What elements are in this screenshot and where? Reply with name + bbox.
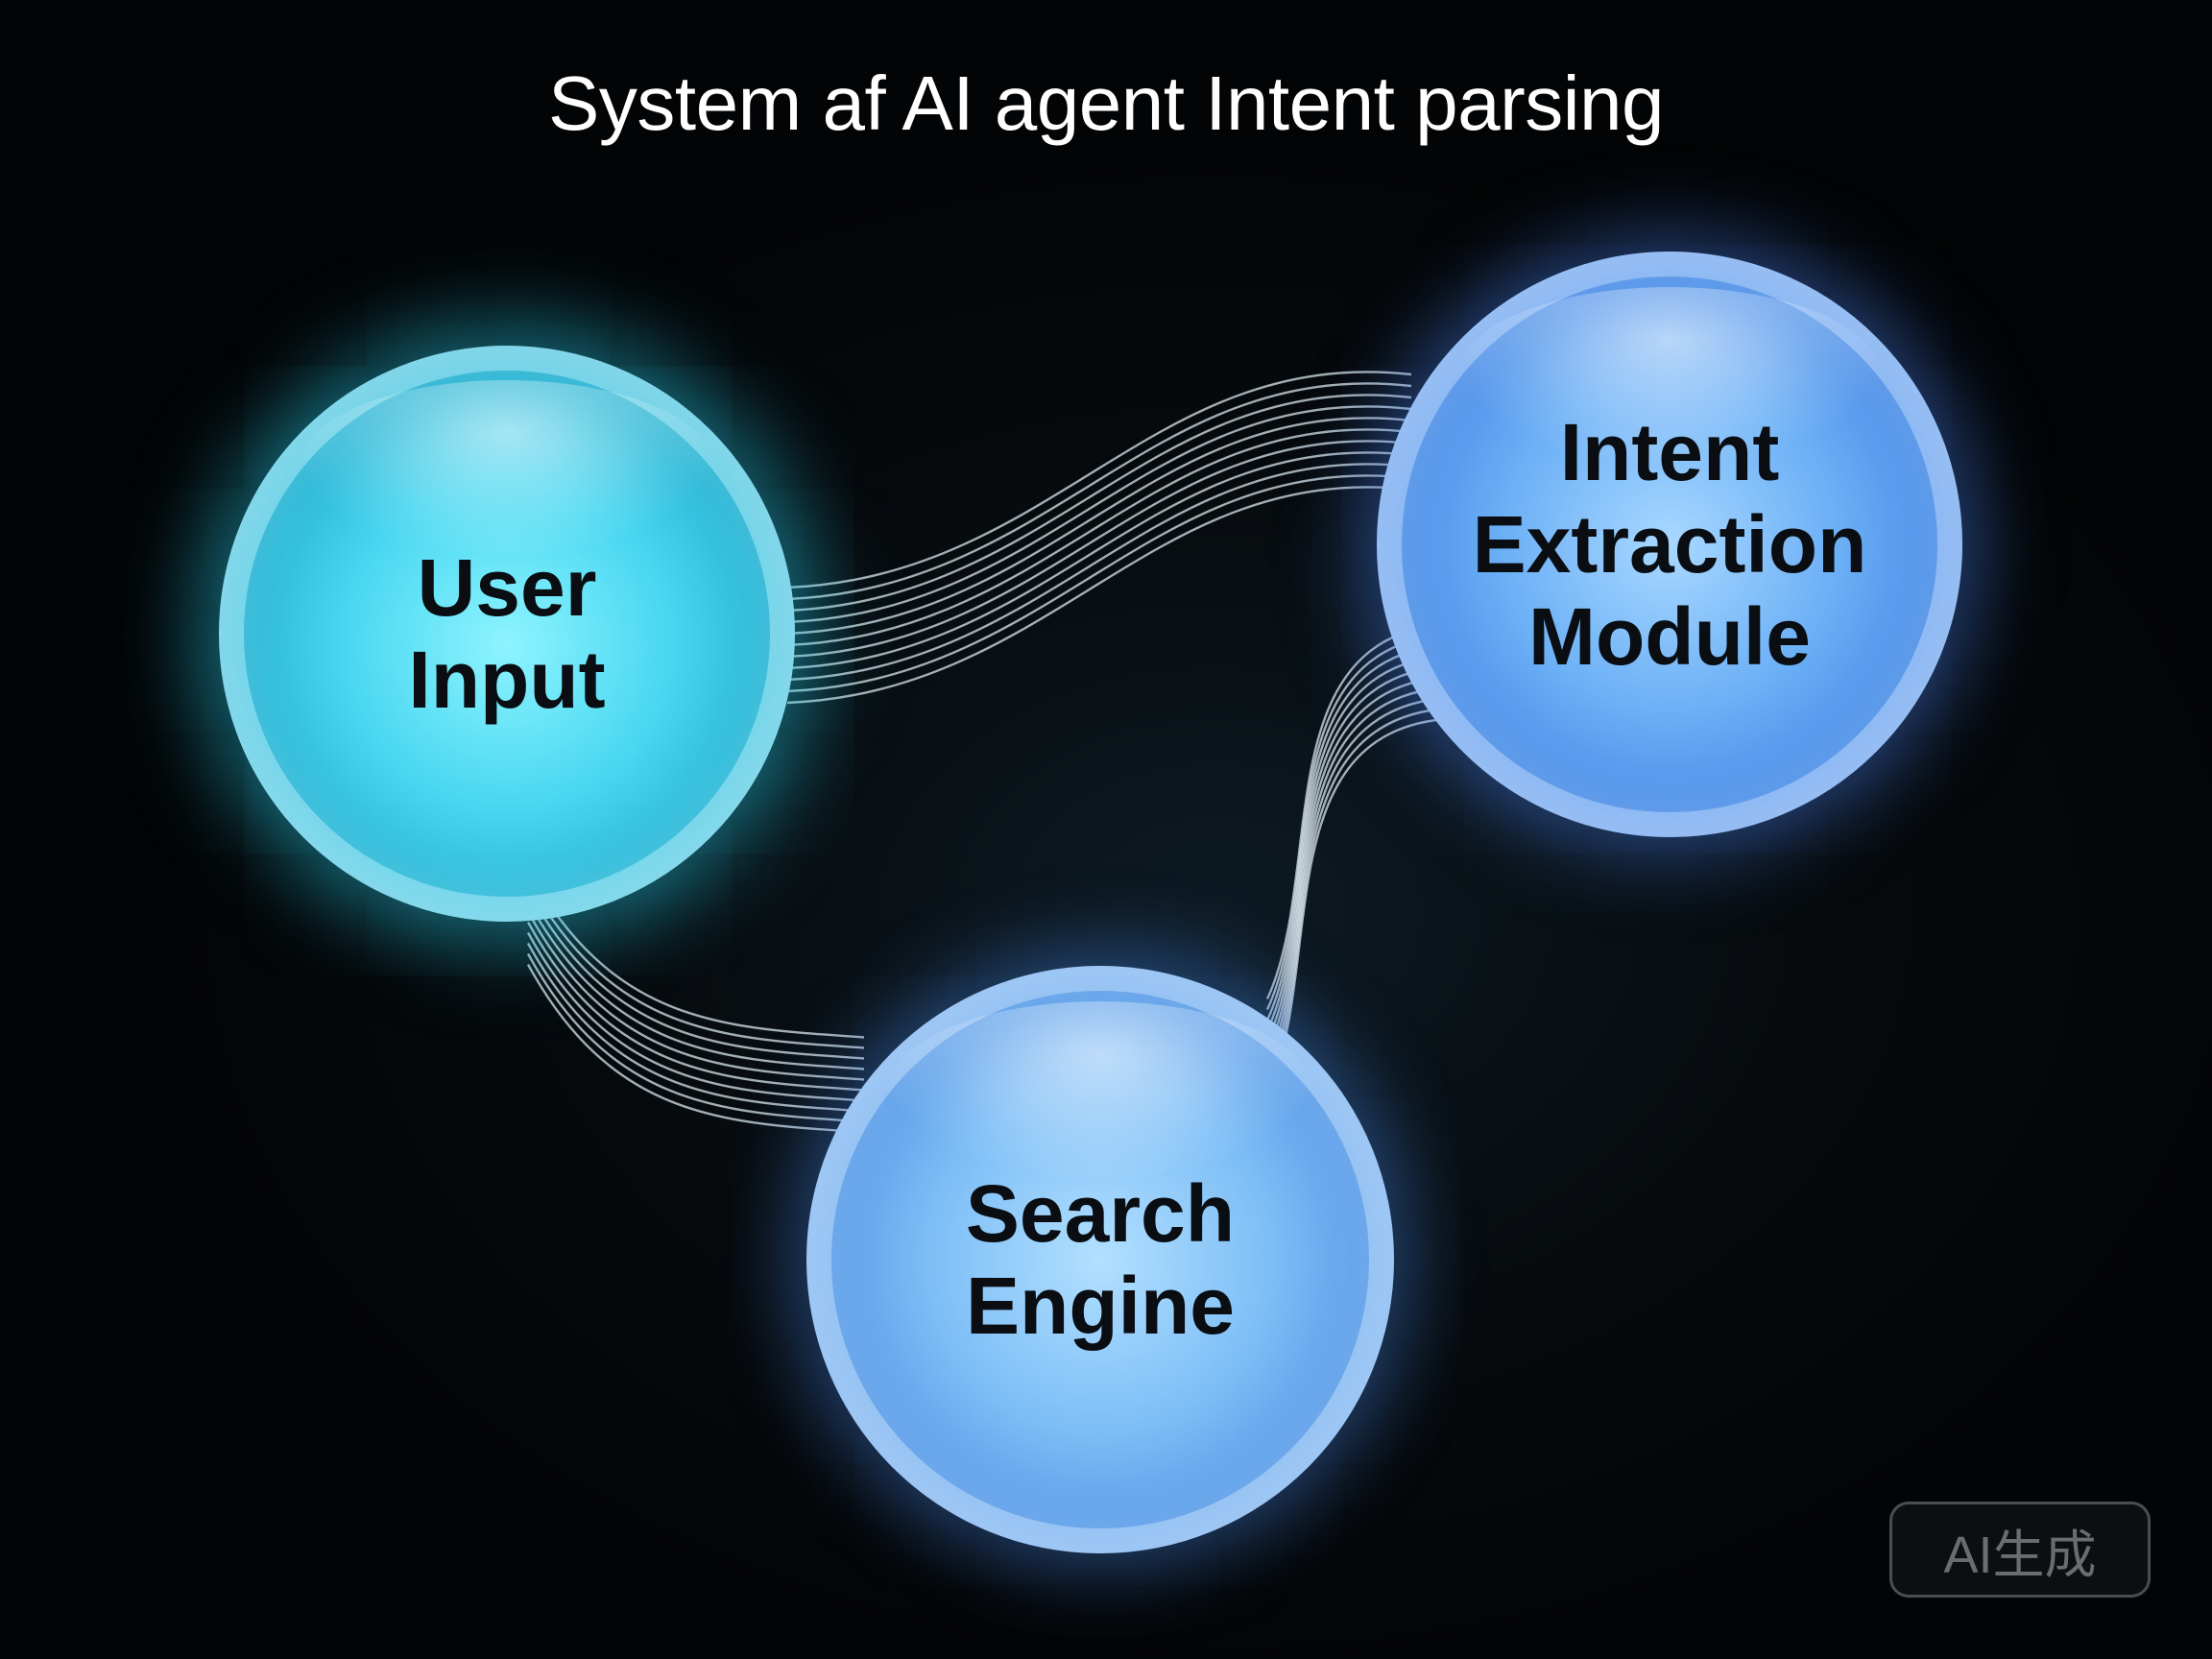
- link-user-to-intent: [786, 371, 1412, 705]
- link-strand: [786, 474, 1412, 693]
- link-strand: [526, 963, 865, 1134]
- search-engine-label: Search Engine: [965, 1168, 1236, 1351]
- link-strand: [526, 952, 865, 1123]
- link-strand: [526, 921, 865, 1092]
- link-strand: [786, 428, 1412, 647]
- link-strand: [1265, 676, 1441, 1053]
- link-strand: [1265, 634, 1441, 1011]
- search-engine-node[interactable]: Search Engine: [806, 966, 1394, 1553]
- link-strand: [526, 868, 865, 1039]
- link-strand: [526, 889, 865, 1060]
- link-strand: [526, 878, 865, 1049]
- link-strand: [786, 486, 1412, 705]
- link-strand: [1265, 697, 1441, 1074]
- diagram-title: System af AI agent Intent parsing: [548, 60, 1664, 146]
- node-highlight: [300, 380, 714, 553]
- link-strand: [1265, 686, 1441, 1064]
- user-input-label: User Input: [408, 542, 606, 725]
- link-strand: [1265, 665, 1441, 1043]
- link-strand: [526, 931, 865, 1102]
- link-strand: [1265, 708, 1441, 1085]
- link-strand: [1265, 655, 1441, 1032]
- link-strand: [786, 382, 1412, 601]
- ai-generated-watermark: AI生成: [1889, 1502, 2151, 1598]
- intent-extraction-node[interactable]: Intent Extraction Module: [1377, 252, 1962, 837]
- link-strand: [786, 463, 1412, 682]
- intent-extraction-label: Intent Extraction Module: [1472, 407, 1867, 682]
- link-strand: [786, 451, 1412, 670]
- user-input-node[interactable]: User Input: [219, 346, 795, 922]
- link-strand: [786, 394, 1412, 613]
- link-search-to-intent: [1265, 623, 1441, 1095]
- link-user-to-search: [526, 868, 865, 1134]
- link-strand: [786, 417, 1412, 636]
- node-highlight: [888, 1000, 1312, 1178]
- link-strand: [1265, 644, 1441, 1022]
- link-strand: [526, 942, 865, 1113]
- link-strand: [1265, 623, 1441, 1000]
- link-strand: [786, 371, 1412, 589]
- link-strand: [786, 440, 1412, 659]
- link-strand: [786, 405, 1412, 624]
- link-strand: [526, 910, 865, 1081]
- node-highlight: [1458, 286, 1881, 463]
- link-strand: [526, 900, 865, 1070]
